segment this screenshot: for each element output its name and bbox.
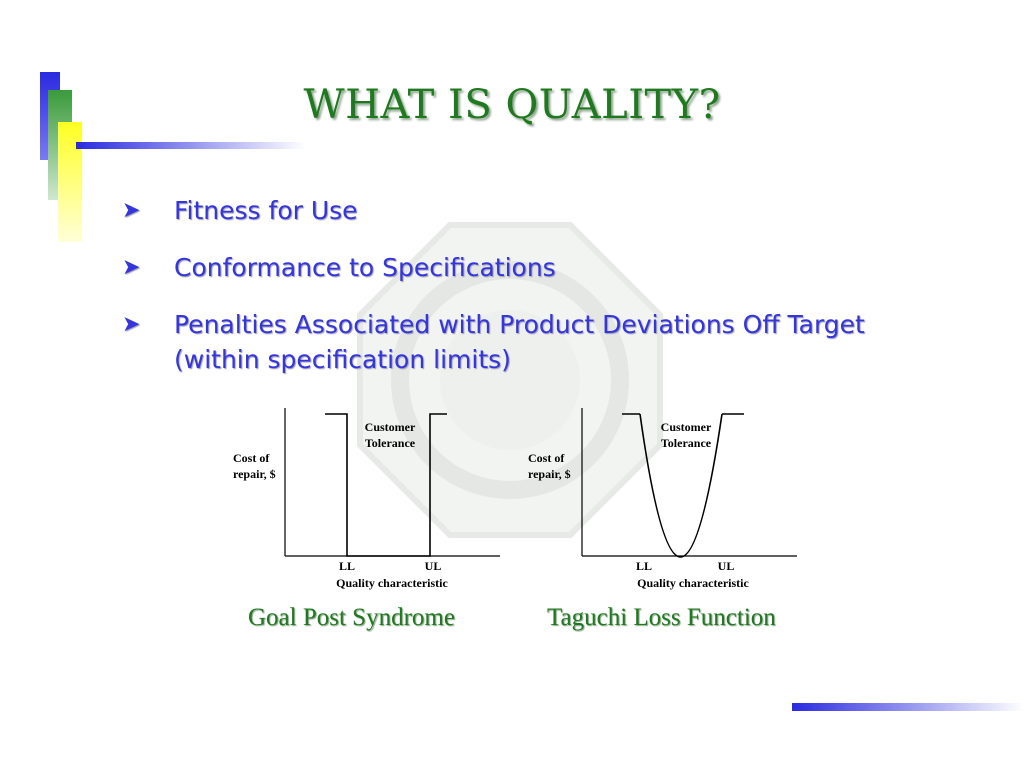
slide-title: WHAT IS QUALITY? — [303, 82, 721, 128]
ll-label: LL — [339, 559, 355, 573]
caption-goal-post: Goal Post Syndrome — [248, 604, 455, 631]
goal-post-diagram: Cost of repair, $ Customer Tolerance LL … — [233, 408, 500, 590]
caption-taguchi: Taguchi Loss Function — [547, 604, 776, 631]
decor-blue-bar-horizontal-bottom — [792, 703, 1024, 711]
taguchi-loss-curve — [639, 413, 723, 558]
bullet-text: Penalties Associated with Product Deviat… — [174, 310, 865, 374]
ylabel-line1: Cost of — [233, 451, 270, 465]
tolerance-label-line2: Tolerance — [365, 436, 416, 450]
tolerance-label-line2: Tolerance — [661, 436, 712, 450]
bullet-text: Fitness for Use — [174, 196, 358, 225]
ylabel-line2: repair, $ — [233, 467, 276, 481]
taguchi-diagram: Cost of repair, $ Customer Tolerance LL … — [528, 408, 797, 590]
ul-label: UL — [425, 559, 442, 573]
xlabel: Quality characteristic — [336, 576, 448, 590]
decor-yellow-bar-vertical — [58, 122, 82, 242]
xlabel: Quality characteristic — [637, 576, 749, 590]
arrowhead-bullet-icon: ➤ — [122, 312, 141, 337]
ylabel-line2: repair, $ — [528, 467, 571, 481]
bullet-item-2: ➤ Conformance to Specifications — [122, 250, 922, 285]
bullet-text: Conformance to Specifications — [174, 253, 556, 282]
ylabel-line1: Cost of — [528, 451, 565, 465]
watermark-seal — [357, 222, 663, 538]
bullet-item-3: ➤ Penalties Associated with Product Devi… — [122, 307, 922, 377]
bullet-item-1: ➤ Fitness for Use — [122, 193, 922, 228]
arrowhead-bullet-icon: ➤ — [122, 198, 141, 223]
ul-label: UL — [718, 559, 735, 573]
ll-label: LL — [636, 559, 652, 573]
arrowhead-bullet-icon: ➤ — [122, 255, 141, 280]
decor-blue-bar-horizontal-top — [76, 142, 306, 149]
tolerance-label-line1: Customer — [365, 420, 416, 434]
tolerance-label-line1: Customer — [661, 420, 712, 434]
goal-post-loss-curve — [325, 413, 447, 557]
